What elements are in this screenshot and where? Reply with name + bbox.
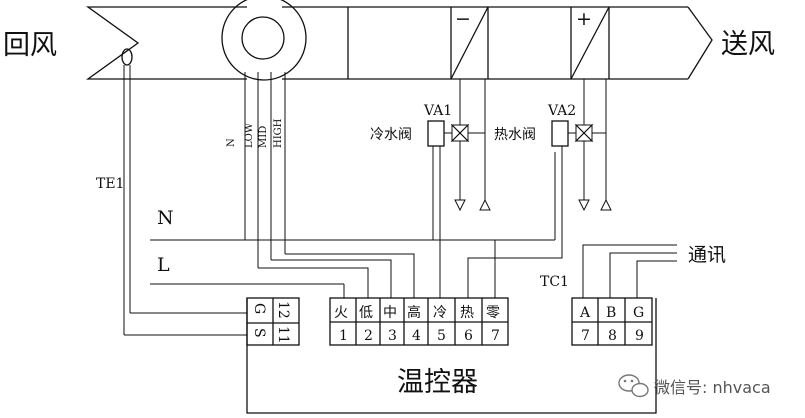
terminal-block-main	[329, 297, 509, 346]
fan-impeller	[241, 16, 285, 60]
comm-label: 通讯	[688, 244, 726, 266]
cooling-coil	[450, 6, 489, 80]
comm-terminal-9: 9	[635, 328, 644, 344]
valve2-tag: VA2	[547, 103, 576, 119]
terminal-high-name: 高	[407, 304, 421, 321]
controller-label: 温控器	[397, 367, 478, 398]
terminal-block-sensor	[246, 297, 300, 346]
fan-wire-mid: MID	[258, 126, 269, 148]
sensor-terminal-g: G	[251, 303, 267, 314]
neutral-label: N	[157, 207, 174, 229]
heating-coil	[570, 6, 610, 80]
sensor-terminal-s: S	[251, 328, 267, 338]
valve1-tag: VA1	[423, 103, 452, 119]
comm-terminal-a: A	[579, 305, 591, 321]
live-label: L	[157, 254, 170, 276]
controller-tag: TC1	[540, 274, 569, 290]
terminal-heat-name: 热	[460, 305, 474, 321]
comm-terminal-g: G	[633, 305, 644, 321]
terminal-low-num: 2	[364, 328, 373, 344]
heating-valve	[467, 79, 612, 298]
terminal-cool-name: 冷	[433, 305, 447, 321]
fan-motor-wires	[244, 72, 415, 298]
return-air-label: 回风	[3, 30, 57, 61]
terminal-live-num: 1	[339, 328, 348, 344]
terminal-cool-num: 5	[437, 328, 446, 344]
terminal-mid-name: 中	[383, 305, 397, 321]
power-lines	[150, 152, 556, 298]
comm-terminal-b: B	[606, 305, 616, 321]
controller-body	[246, 298, 657, 414]
terminal-block-comm	[571, 297, 653, 346]
terminal-neutral-name: 零	[486, 305, 500, 321]
valve1-name: 冷水阀	[370, 127, 412, 143]
comm-terminal-8: 8	[608, 328, 617, 344]
terminal-heat-num: 6	[464, 328, 473, 344]
terminal-high-num: 4	[412, 328, 421, 344]
watermark: 微信号: nhvaca	[654, 378, 771, 397]
sensor-terminal-12: 12	[275, 301, 291, 319]
sensor-label: TE1	[96, 176, 124, 192]
fan-wire-high: HIGH	[273, 118, 284, 148]
cooling-coil-sign: −	[455, 8, 471, 30]
valve2-name: 热水阀	[494, 127, 536, 143]
air-duct	[85, 0, 713, 81]
supply-air-label: 送风	[721, 29, 775, 60]
cooling-valve	[427, 79, 491, 298]
terminal-live-name: 火	[334, 305, 348, 321]
terminal-neutral-num: 7	[491, 328, 500, 344]
sensor-terminal-11: 11	[275, 326, 291, 344]
wechat-icon	[618, 374, 649, 398]
temperature-sensor	[121, 48, 247, 336]
fan-wire-n: N	[226, 138, 237, 147]
terminal-low-name: 低	[359, 305, 373, 321]
comm-terminal-7: 7	[581, 328, 590, 344]
terminal-mid-num: 3	[388, 328, 397, 344]
fan-wire-low: LOW	[244, 122, 255, 148]
fan-housing	[221, 0, 307, 81]
comm-wires	[582, 244, 677, 298]
heating-coil-sign: +	[576, 8, 592, 30]
